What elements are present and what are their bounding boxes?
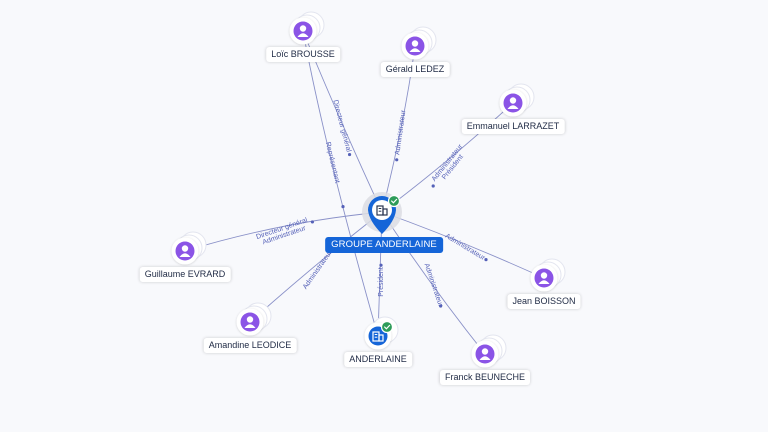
person-label-evrard[interactable]: Guillaume EVRARD xyxy=(139,267,231,282)
person-label-brousse[interactable]: Loïc BROUSSE xyxy=(266,47,340,62)
company-label-anderlaine[interactable]: ANDERLAINE xyxy=(344,352,412,367)
person-icon xyxy=(293,21,313,41)
edge-line xyxy=(184,211,383,252)
person-icon xyxy=(405,36,425,56)
edge-label: Administrateur xyxy=(444,233,487,263)
person-icon xyxy=(503,93,523,113)
person-node-brousse[interactable] xyxy=(289,11,325,45)
edge-arrow xyxy=(395,158,399,162)
edges-layer: Directeur généralReprésentantAdministrat… xyxy=(184,30,545,355)
edge-label: Administrateur xyxy=(423,263,444,309)
person-node-leodice[interactable] xyxy=(236,302,272,336)
edge-label: Administrateur xyxy=(394,109,407,155)
edge-arrow xyxy=(347,152,352,157)
edge-arrow xyxy=(484,258,488,262)
person-label-larrazet[interactable]: Emmanuel LARRAZET xyxy=(461,119,565,134)
person-icon xyxy=(475,344,495,364)
edge-arrow xyxy=(310,220,314,224)
person-icon xyxy=(534,268,554,288)
person-label-leodice[interactable]: Amandine LEODICE xyxy=(203,338,297,353)
person-label-ledez[interactable]: Gérald LEDEZ xyxy=(380,62,450,77)
person-node-boisson[interactable] xyxy=(530,258,566,292)
person-node-evrard[interactable] xyxy=(171,231,207,265)
person-node-larrazet[interactable] xyxy=(499,83,535,117)
person-icon xyxy=(175,241,195,261)
edge-label: Directeur général xyxy=(331,99,352,153)
edge-arrow xyxy=(431,184,435,188)
edge-label: Administrateur xyxy=(302,249,334,291)
company-node-anderlaine[interactable] xyxy=(364,316,399,350)
center-company-node[interactable] xyxy=(362,192,402,234)
person-node-ledez[interactable] xyxy=(401,26,437,60)
edge-label: Président xyxy=(378,267,385,297)
verified-badge-icon xyxy=(387,194,401,208)
person-icon xyxy=(240,312,260,332)
edge-arrow xyxy=(439,304,443,308)
person-label-beuneche[interactable]: Franck BEUNECHE xyxy=(439,370,531,385)
edge-line xyxy=(302,30,379,337)
person-node-beuneche[interactable] xyxy=(471,334,507,368)
edge-line xyxy=(381,211,486,355)
edge-brousse-anderlaine: Représentant xyxy=(302,30,379,337)
nodes-layer xyxy=(171,11,566,368)
edge-arrow xyxy=(379,263,383,267)
verified-badge-icon xyxy=(380,320,394,334)
building-icon xyxy=(376,205,388,216)
edge-label: Représentant xyxy=(324,141,341,184)
person-label-boisson[interactable]: Jean BOISSON xyxy=(507,294,581,309)
center-company-label[interactable]: GROUPE ANDERLAINE xyxy=(325,237,443,253)
edge-arrow xyxy=(341,205,345,209)
